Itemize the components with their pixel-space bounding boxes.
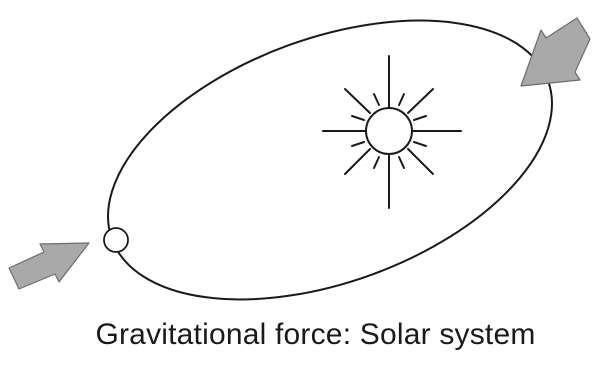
- sun: [366, 108, 412, 154]
- force-arrow-right: [521, 18, 590, 86]
- planet: [104, 228, 128, 252]
- force-arrow-left: [9, 243, 89, 289]
- diagram-caption: Gravitational force: Solar system: [0, 318, 603, 352]
- elliptical-orbit: [70, 0, 589, 354]
